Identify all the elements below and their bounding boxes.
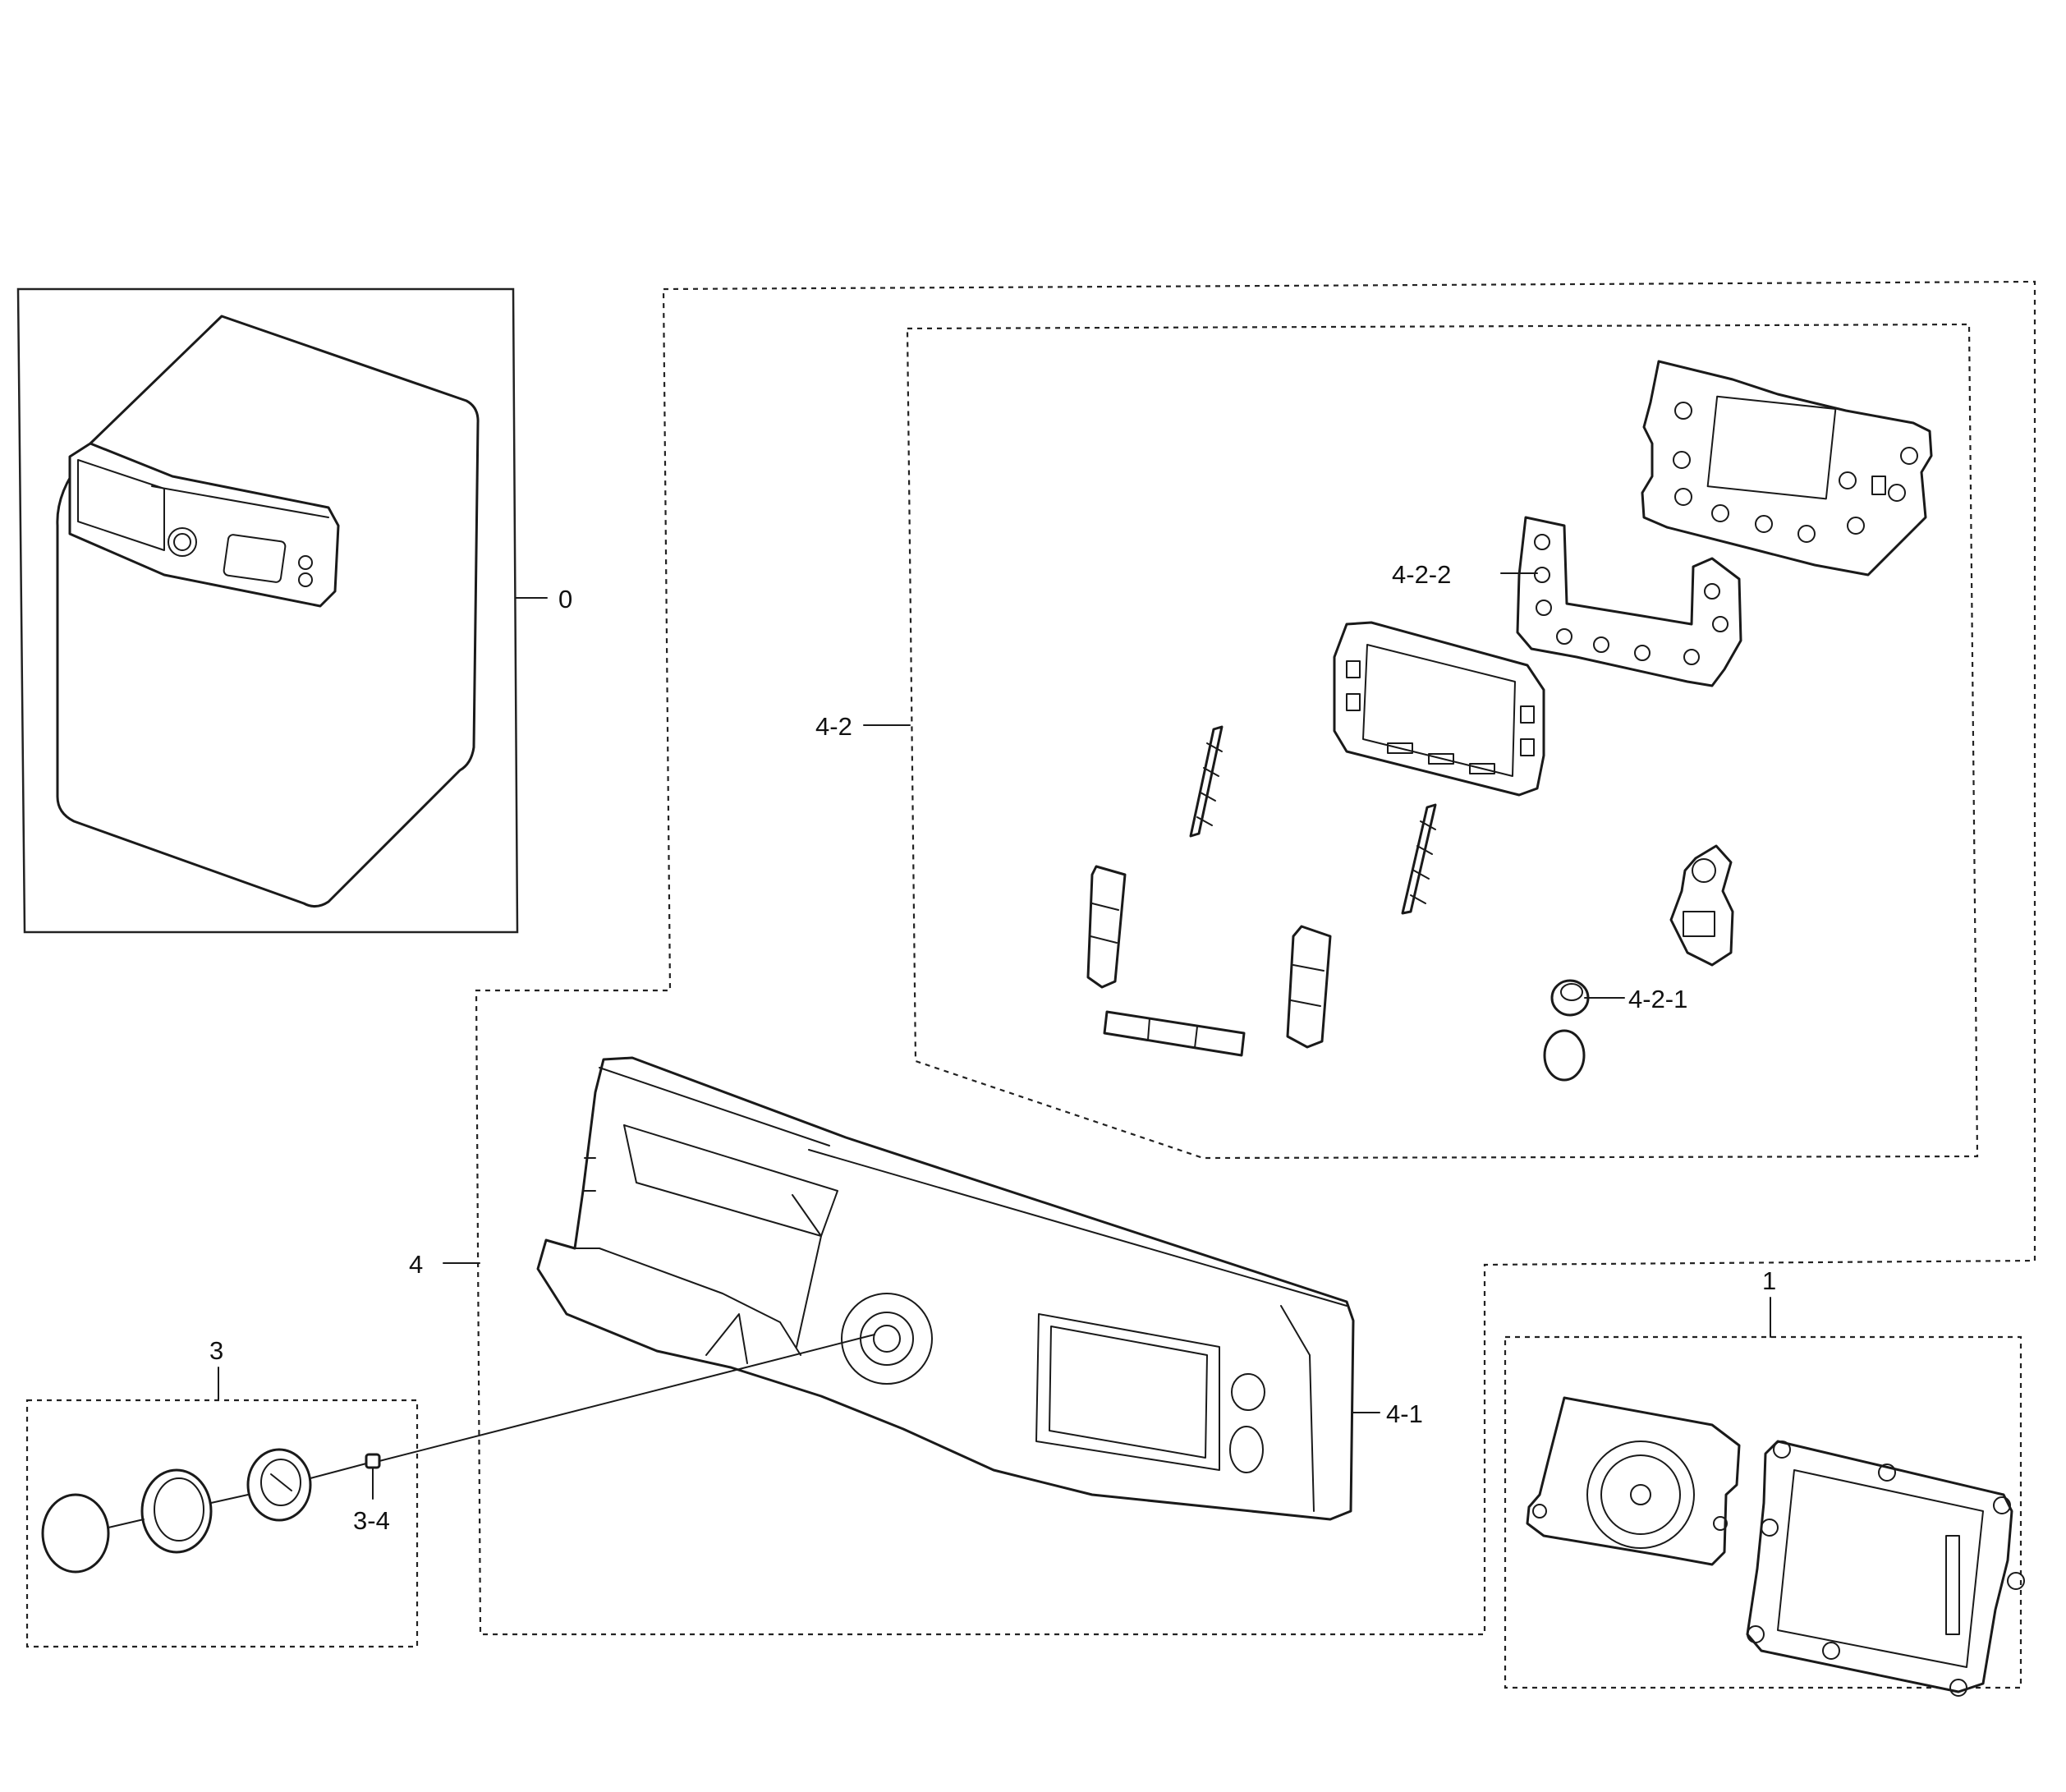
label-4-2-2: 4-2-2 (1392, 560, 1451, 589)
group-3-frame (25, 1399, 419, 1648)
knob-nut-3-4 (365, 1453, 381, 1469)
label-3-4: 3-4 (353, 1506, 390, 1535)
label-4: 4 (409, 1250, 423, 1279)
group-4-2-frame (906, 323, 1979, 1160)
group-0-frame (16, 287, 519, 934)
label-4-1: 4-1 (1386, 1399, 1423, 1428)
knob-cap (1543, 1029, 1586, 1082)
group-4-frame (475, 280, 2036, 1636)
group-1-frame (1504, 1335, 2022, 1689)
label-4-2-1: 4-2-1 (1628, 985, 1687, 1013)
knob-4-2-1 (1550, 979, 1590, 1017)
knob-cover (41, 1493, 110, 1574)
knob-body (246, 1448, 312, 1522)
button-strip-bottom (1103, 1010, 1246, 1057)
label-3: 3 (209, 1336, 223, 1365)
pcb-4-2-2 (1516, 516, 1742, 687)
washer-illustration (56, 315, 480, 907)
button-strip-left (1086, 865, 1127, 989)
display-housing (1333, 621, 1545, 797)
label-1: 1 (1762, 1266, 1776, 1295)
button-strip-right (1286, 925, 1332, 1049)
light-guide-a (1189, 725, 1224, 838)
label-4-2: 4-2 (815, 712, 852, 741)
control-panel-4-1 (536, 1056, 1355, 1521)
light-guide-b (1401, 803, 1437, 915)
pcb-bracket-right (1641, 360, 1933, 577)
main-pcb-left (1526, 1396, 1741, 1566)
label-0: 0 (558, 585, 572, 613)
leader-lines (108, 572, 1771, 1528)
knob-bracket (1669, 844, 1734, 967)
main-pcb-right (1746, 1440, 2025, 1697)
knob-ring (140, 1468, 213, 1554)
